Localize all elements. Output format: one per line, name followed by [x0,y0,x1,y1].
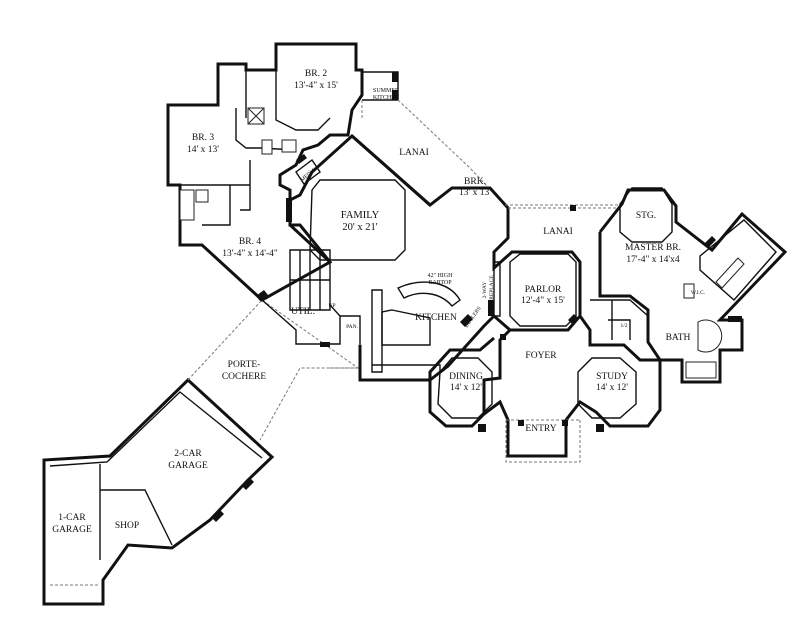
lanai-right-label: LANAI [543,227,573,237]
fireplace-line2: FIREPLACE [489,275,495,305]
garage2-line2: GARAGE [168,461,208,471]
master-suite [590,187,788,384]
lanai-top-label: LANAI [399,148,429,158]
parlor-label: PARLOR [525,285,562,295]
foyer-label: FOYER [525,351,557,361]
brk-label: BRK. [464,177,486,187]
half-bath-label: 1/2 [620,323,627,329]
family-core [256,133,582,382]
master-label: MASTER BR. [625,243,681,253]
br4-label: BR. 4 [239,237,261,247]
family-size: 20' x 21' [342,222,377,233]
br2-size: 13'-4" x 15' [294,81,338,91]
pan-label: PAN. [346,324,358,330]
master-size: 17'-4" x 14'x4 [626,255,679,265]
kitchen-label: KITCHEN [415,313,457,323]
br3-size: 14' x 13' [187,145,219,155]
br2-label: BR. 2 [305,69,327,79]
family-label: FAMILY [341,210,380,221]
study-label: STUDY [596,372,628,382]
up-label: UP [328,303,335,309]
dining-label: DINING [449,372,483,382]
stg-label: STG. [636,211,656,221]
porte-line1: PORTE- [228,360,261,370]
parlor-size: 12'-4" x 15' [521,296,565,306]
bath-label: BATH [666,333,691,343]
util-label: UTIL. [291,307,315,317]
br4-size: 13'-4" x 14'-4" [222,249,278,259]
garage1-line2: GARAGE [52,525,92,535]
garage2-line1: 2-CAR [174,449,202,459]
bartop-line1: 42" HIGH [428,273,454,279]
wic-label: W.I.C. [691,290,706,296]
fireplace-line1: 2-WAY [482,282,488,299]
garage1-line1: 1-CAR [58,513,86,523]
summer-kitchen-block [362,71,399,101]
brk-size: 13' x 13' [459,188,491,198]
lanai-right-outline [505,204,622,218]
front-rooms [428,253,662,463]
summer-kitchen-line1: SUMMER [373,88,399,94]
porte-cochere-outline [187,299,360,441]
dining-size: 14' x 12' [450,383,482,393]
entry-label: ENTRY [525,424,556,434]
porte-line2: COCHERE [222,372,267,382]
bartop-line2: BARTOP [428,280,452,286]
br3-label: BR. 3 [192,133,214,143]
shop-label: SHOP [115,521,139,531]
study-size: 14' x 12' [596,383,628,393]
garage-wing [42,377,275,606]
summer-kitchen-line2: KITCHEN [373,95,400,101]
